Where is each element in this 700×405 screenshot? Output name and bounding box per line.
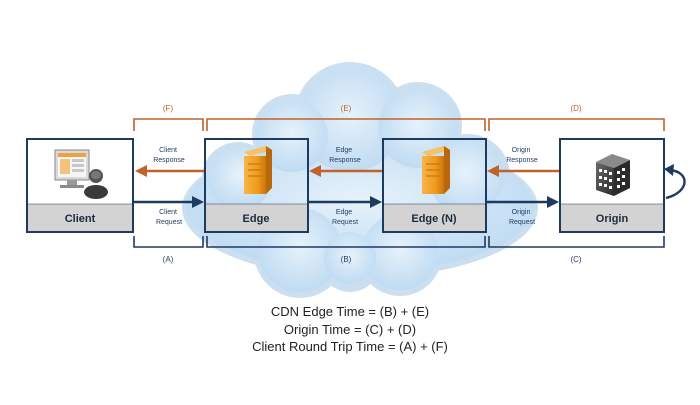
arrow-origin-response bbox=[487, 165, 559, 177]
response-arrows bbox=[135, 165, 559, 177]
bracket-label-d: (D) bbox=[570, 104, 581, 113]
label-client-response: Client Response bbox=[153, 147, 185, 164]
formula-cdn-edge-time: CDN Edge Time = (B) + (E) bbox=[270, 304, 430, 319]
bracket-d bbox=[488, 118, 665, 131]
cloud-background bbox=[182, 62, 538, 298]
server-icon bbox=[422, 146, 450, 194]
bracket-label-e: (E) bbox=[341, 104, 352, 113]
bracket-label-f: (F) bbox=[163, 104, 174, 113]
formula-client-round-trip-time: Client Round Trip Time = (A) + (F) bbox=[252, 339, 448, 354]
server-icon bbox=[244, 146, 272, 194]
request-arrows bbox=[134, 196, 559, 208]
bracket-e bbox=[206, 118, 486, 131]
timing-formulas: CDN Edge Time = (B) + (E) Origin Time = … bbox=[0, 303, 700, 356]
arrow-edge-response bbox=[309, 165, 382, 177]
node-label-edge-n: Edge (N) bbox=[411, 213, 457, 225]
bracket-a bbox=[133, 236, 204, 248]
bracket-f bbox=[133, 118, 204, 131]
bracket-b bbox=[206, 236, 486, 248]
origin-loop-arrow bbox=[664, 164, 686, 200]
bracket-label-c: (C) bbox=[570, 255, 581, 264]
building-icon bbox=[596, 154, 630, 196]
node-edge: Edge bbox=[204, 138, 309, 233]
node-origin: Origin bbox=[559, 138, 665, 233]
top-brackets bbox=[133, 118, 665, 131]
node-label-client: Client bbox=[65, 213, 96, 225]
node-edge-n: Edge (N) bbox=[382, 138, 487, 233]
arrow-origin-request bbox=[487, 196, 559, 208]
bottom-brackets bbox=[133, 236, 665, 248]
label-client-request: Client Request bbox=[156, 209, 182, 226]
bracket-label-a: (A) bbox=[163, 255, 174, 264]
bracket-c bbox=[488, 236, 665, 248]
formula-origin-time: Origin Time = (C) + (D) bbox=[283, 321, 417, 337]
node-label-origin: Origin bbox=[596, 213, 629, 225]
label-origin-request: Origin Request bbox=[509, 209, 535, 226]
label-origin-response: Origin Response bbox=[506, 147, 538, 164]
bracket-label-b: (B) bbox=[341, 255, 352, 264]
computer-user-icon bbox=[54, 149, 108, 199]
arrow-edge-request bbox=[309, 196, 382, 208]
arrow-client-response bbox=[135, 165, 204, 177]
node-label-edge: Edge bbox=[243, 213, 270, 225]
label-edge-response: Edge Response bbox=[329, 147, 361, 164]
node-client: Client bbox=[26, 138, 134, 233]
label-edge-request: Edge Request bbox=[332, 209, 358, 226]
arrow-client-request bbox=[134, 196, 204, 208]
